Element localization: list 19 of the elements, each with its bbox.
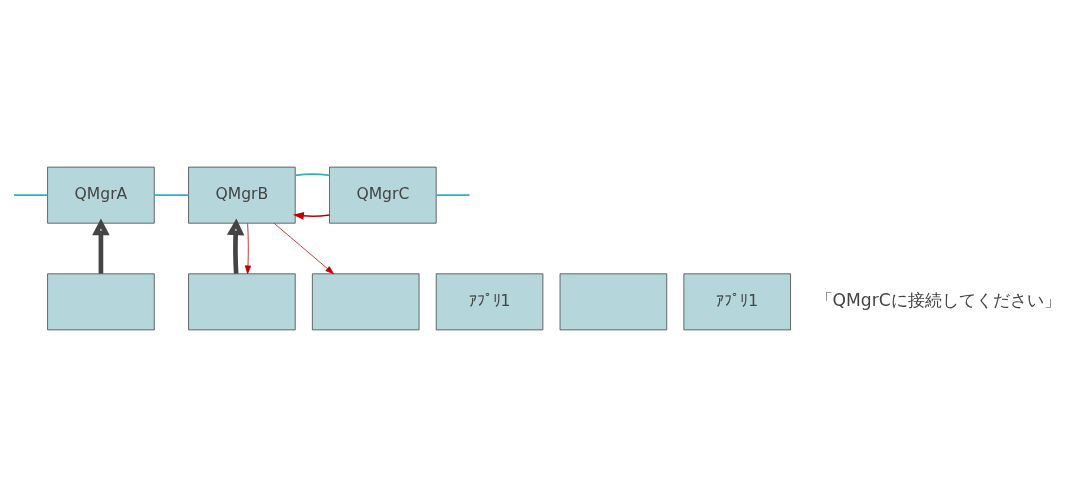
arrow <box>92 218 110 274</box>
node-box: ｱﾌﾟﾘ1 <box>435 272 544 330</box>
arrow <box>244 222 252 274</box>
node-box: QMgrB <box>188 166 296 224</box>
arrow <box>273 222 334 274</box>
connector <box>294 172 331 176</box>
node-box: ｱﾌﾟﾘ1 <box>683 272 791 330</box>
node-box: QMgrA <box>47 166 155 224</box>
connector <box>13 193 49 196</box>
label: 「QMgrCに接続してください」 <box>815 289 1061 310</box>
node-box: QMgrC <box>329 166 437 224</box>
node-box <box>188 272 296 330</box>
arrow <box>292 211 331 220</box>
connector <box>435 193 471 196</box>
arrow <box>226 218 245 274</box>
node-box <box>47 272 155 330</box>
node-box <box>559 272 668 330</box>
connector <box>153 193 190 196</box>
node-box <box>312 272 420 330</box>
